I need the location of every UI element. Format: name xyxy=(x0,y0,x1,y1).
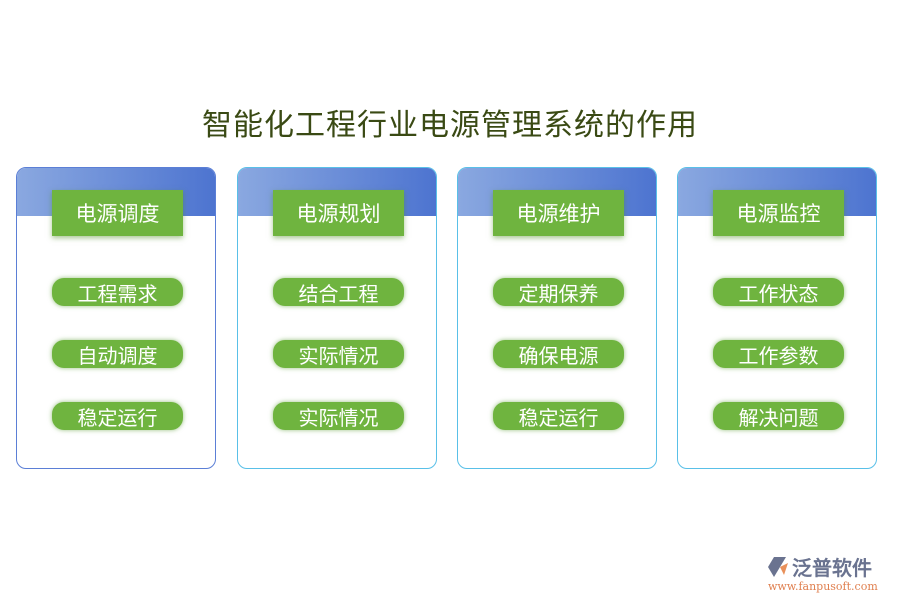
card-heading: 电源规划 xyxy=(273,190,404,236)
item-pill: 工作状态 xyxy=(713,278,844,306)
item-pill: 稳定运行 xyxy=(52,402,183,430)
logo-url: www.fanpusoft.com xyxy=(768,580,878,593)
item-pill: 解决问题 xyxy=(713,402,844,430)
item-pill: 实际情况 xyxy=(273,402,404,430)
brand-logo: 泛普软件 xyxy=(768,552,872,581)
card-heading: 电源维护 xyxy=(493,190,624,236)
item-pill: 工程需求 xyxy=(52,278,183,306)
logo-name: 泛普软件 xyxy=(792,556,872,580)
item-pill: 自动调度 xyxy=(52,340,183,368)
item-pill: 稳定运行 xyxy=(493,402,624,430)
fanpu-logo-icon xyxy=(768,556,788,577)
item-pill: 工作参数 xyxy=(713,340,844,368)
card-power-monitoring: 电源监控 工作状态 工作参数 解决问题 xyxy=(677,167,877,469)
card-power-maintenance: 电源维护 定期保养 确保电源 稳定运行 xyxy=(457,167,657,469)
card-power-planning: 电源规划 结合工程 实际情况 实际情况 xyxy=(237,167,437,469)
item-pill: 结合工程 xyxy=(273,278,404,306)
card-power-dispatch: 电源调度 工程需求 自动调度 稳定运行 xyxy=(16,167,216,469)
item-pill: 定期保养 xyxy=(493,278,624,306)
card-heading: 电源调度 xyxy=(52,190,183,236)
page-title: 智能化工程行业电源管理系统的作用 xyxy=(202,108,698,143)
item-pill: 确保电源 xyxy=(493,340,624,368)
item-pill: 实际情况 xyxy=(273,340,404,368)
card-heading: 电源监控 xyxy=(713,190,844,236)
